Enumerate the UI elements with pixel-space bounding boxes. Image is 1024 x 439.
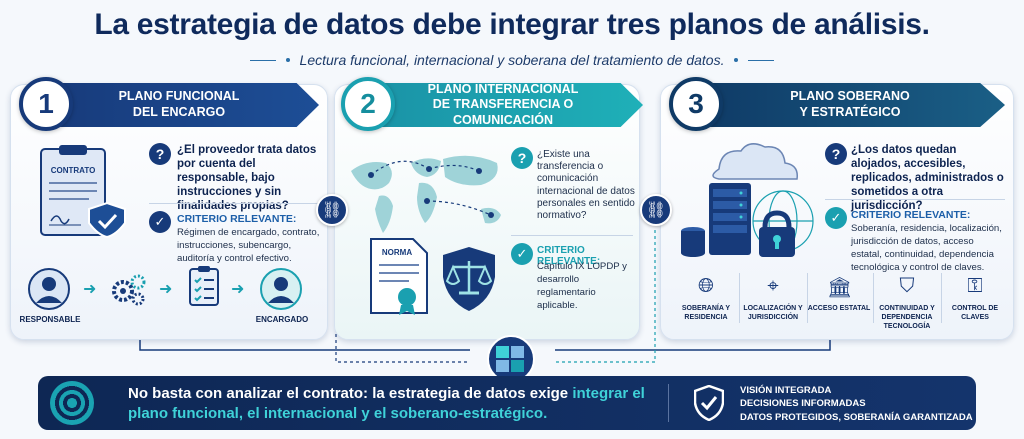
conclusion-banner: No basta con analizar el contrato: la es…: [38, 376, 976, 430]
panel-2-title-line2: DE TRANSFERENCIA O COMUNICACIÓN: [432, 97, 574, 127]
panel-2-number: 2: [341, 77, 395, 131]
datacenter-cloud-lock-icon: [681, 143, 814, 257]
government-building-icon: 🏛︎: [827, 277, 853, 299]
panel-2-separator: [511, 235, 633, 236]
svg-text:CONTRATO: CONTRATO: [51, 166, 96, 175]
globe-icon: 🌐︎: [698, 275, 714, 297]
panel-3-check-icon: ✓: [825, 207, 847, 229]
footer-bullet: VISIÓN INTEGRADA: [740, 385, 832, 396]
norma-document-icon: NORMA: [370, 238, 428, 315]
footer-divider: [668, 384, 669, 422]
subtitle-dot-right: [734, 58, 739, 62]
panel-2-criterion-text: Capítulo IX LOPDP y desarrollo reglament…: [537, 261, 627, 311]
justice-shield-icon: [443, 247, 495, 311]
arrow-right-icon: ➜: [231, 281, 245, 298]
item-divider: [941, 273, 942, 323]
panel-1-check-icon: ✓: [149, 211, 171, 233]
connector-left: [139, 340, 470, 351]
panel-1-question-icon: ?: [149, 143, 171, 165]
item-localizacion-label: LOCALIZACIÓN Y JURISDICCIÓN: [743, 305, 803, 321]
item-divider: [807, 273, 808, 323]
arrow-right-icon: ➜: [83, 281, 97, 298]
panel-3-question: ¿Los datos quedan alojados, accesibles, …: [851, 144, 1004, 213]
panel-3-criterion-label: CRITERIO RELEVANTE:: [851, 209, 971, 221]
shield-check-icon: [694, 385, 724, 421]
world-map-icon: [351, 155, 501, 233]
subtitle-divider-left: [249, 59, 276, 61]
panel-2-check-icon: ✓: [511, 243, 533, 265]
svg-text:NORMA: NORMA: [382, 248, 412, 257]
panel-2-title-line1: PLANO INTERNACIONAL: [427, 81, 579, 96]
key-icon: ⚿: [967, 275, 983, 297]
contract-document-icon: CONTRATO: [40, 145, 126, 239]
page-subtitle: Lectura funcional, internacional y sober…: [299, 52, 725, 68]
panel-1-criterion-text: Régimen de encargado, contrato, instrucc…: [177, 227, 320, 264]
conclusion-message: No basta con analizar el contrato: la es…: [128, 384, 648, 423]
item-continuidad-label: CONTINUIDAD Y DEPENDENCIA TECNOLOGÍA: [879, 305, 935, 330]
panel-1-criterion-label: CRITERIO RELEVANTE:: [177, 213, 297, 225]
conclusion-plain: No basta con analizar el contrato: la es…: [128, 385, 573, 402]
panel-2-question-icon: ?: [511, 147, 533, 169]
panel-1-number: 1: [19, 77, 73, 131]
target-icon: [50, 381, 94, 425]
map-pin-icon: ⌖: [767, 275, 779, 297]
connector-right: [555, 340, 831, 351]
shield-check-icon: ⛉: [899, 275, 915, 297]
footer-bullet: DECISIONES INFORMADAS: [740, 398, 866, 410]
checklist-icon: [189, 266, 219, 306]
item-soberania-label: SOBERANÍA Y RESIDENCIA: [681, 305, 731, 321]
conclusion-highlight: integrar el plano funcional, el internac…: [128, 385, 645, 422]
item-acceso-label: ACCESO ESTATAL: [807, 305, 871, 312]
flow-label-responsable: RESPONSABLE: [19, 315, 81, 324]
subtitle-dot-left: [285, 58, 290, 62]
panel-2-criterion-label: CRITERIO RELEVANTE:: [537, 245, 601, 267]
panel-1-title-line1: PLANO FUNCIONAL: [118, 89, 240, 104]
arrow-right-icon: ➜: [159, 281, 173, 298]
gears-icon: [112, 274, 146, 306]
panel-3-number: 3: [669, 77, 723, 131]
item-claves-label: CONTROL DE CLAVES: [951, 305, 999, 321]
footer-bullets: VISIÓN INTEGRADA DECISIONES INFORMADAS D…: [740, 384, 973, 424]
subtitle-row: Lectura funcional, internacional y sober…: [0, 52, 1024, 68]
subtitle-divider-right: [748, 59, 775, 61]
item-divider: [873, 273, 874, 323]
panel-1-title-line2: DEL ENCARGO: [132, 105, 226, 119]
link-chain-icon-2: ⛓︎: [640, 194, 672, 226]
flow-label-encargado: ENCARGADO: [255, 315, 309, 324]
panel-3-question-icon: ?: [825, 143, 847, 165]
panel-2-question: ¿Existe una transferencia o comunicación…: [537, 149, 635, 221]
page-title: La estrategia de datos debe integrar tre…: [94, 8, 930, 41]
panel-3-title-line2: Y ESTRATÉGICO: [799, 105, 901, 119]
footer-bullet: DATOS PROTEGIDOS, SOBERANÍA GARANTIZADA: [740, 411, 973, 423]
panel-3-separator: [825, 199, 1005, 200]
responsable-avatar-icon: [28, 268, 70, 310]
link-chain-icon-1: ⛓︎: [316, 194, 348, 226]
panel-3-criterion-text: Soberanía, residencia, localización, jur…: [851, 223, 1002, 273]
puzzle-integration-icon: [487, 335, 535, 383]
encargado-avatar-icon: [260, 268, 302, 310]
panel-1-separator: [149, 203, 319, 204]
item-divider: [739, 273, 740, 323]
panel-3-title-line1: PLANO SOBERANO: [790, 89, 910, 104]
